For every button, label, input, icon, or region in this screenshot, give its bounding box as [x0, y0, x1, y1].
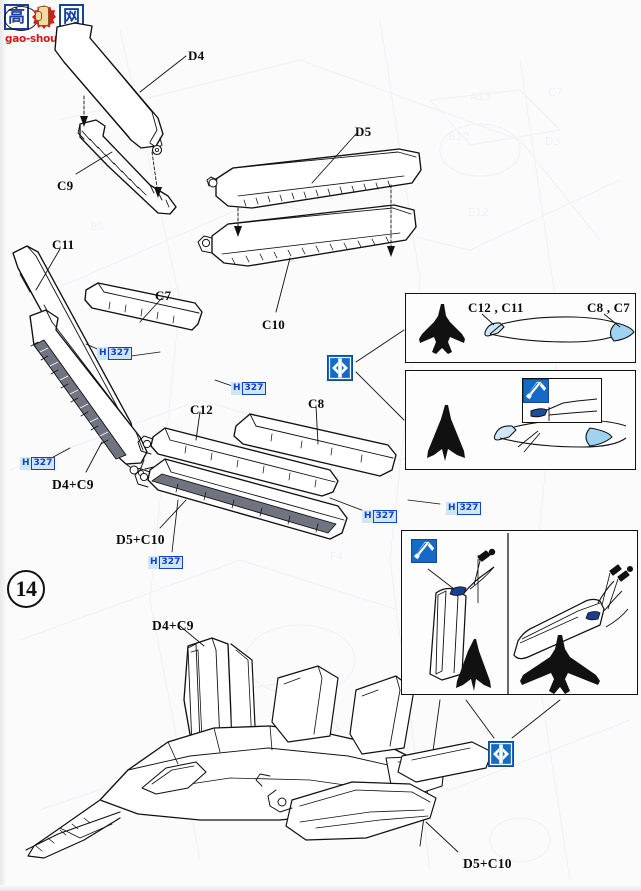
label-d4-c9-bottom: D4+C9: [152, 618, 194, 633]
label-d5-c10-mid: D5+C10: [116, 532, 165, 547]
label-d4-top: D4: [188, 48, 205, 63]
label-c12: C12: [190, 402, 213, 417]
paint-prefix: H: [364, 511, 372, 521]
inset-wing-swept-diagram: [405, 370, 636, 470]
label-c7: C7: [155, 288, 172, 303]
paint-marker-h327: H 327: [446, 502, 482, 515]
aircraft-silhouette-spread: [418, 304, 466, 354]
label-d5-c10-bottom: D5+C10: [463, 856, 512, 871]
paint-prefix: H: [22, 458, 30, 468]
svg-text:G8: G8: [210, 460, 226, 473]
paint-code: 327: [372, 510, 398, 523]
paint-code: 327: [241, 382, 267, 395]
paint-marker-h327: H 327: [20, 457, 56, 470]
file-tool-icon: [411, 539, 437, 563]
paint-marker-h327: H 327: [148, 556, 184, 569]
svg-text:D3: D3: [545, 135, 560, 148]
page-edge-bottom: [0, 885, 641, 891]
svg-text:F4: F4: [330, 550, 343, 563]
file-tool-icon: [523, 379, 549, 403]
svg-text:B5: B5: [90, 220, 105, 233]
paint-code: 327: [107, 347, 133, 360]
label-c8: C8: [308, 396, 325, 411]
thumbs-up-icon: [31, 3, 57, 31]
label-c11: C11: [52, 237, 75, 252]
svg-text:A13: A13: [470, 90, 492, 103]
label-c10-top: C10: [262, 317, 285, 332]
paint-code: 327: [456, 502, 482, 515]
watermark-url: gao-shou.com: [5, 33, 85, 45]
inset-lower-art: [402, 531, 639, 696]
double-arrow-icon: [488, 741, 514, 767]
svg-text:C7: C7: [548, 86, 563, 99]
label-d5-top: D5: [355, 124, 372, 139]
inset-label-c8-c7: C8 , C7: [587, 300, 630, 315]
label-c9-top: C9: [57, 178, 74, 193]
svg-text:B10: B10: [448, 130, 470, 143]
inset-label-c12-c11: C12 , C11: [468, 300, 524, 315]
paint-code: 327: [158, 556, 184, 569]
label-d4-c9-mid: D4+C9: [52, 477, 94, 492]
step-number-badge: 14: [7, 570, 45, 608]
paint-prefix: H: [233, 383, 241, 393]
paint-marker-h327: H 327: [362, 510, 398, 523]
page-edge-left: [0, 0, 7, 891]
paint-prefix: H: [448, 503, 456, 513]
paint-prefix: H: [150, 557, 158, 567]
paint-prefix: H: [99, 348, 107, 358]
watermark-char-right: 网: [59, 4, 84, 30]
paint-marker-h327: H 327: [97, 347, 133, 360]
svg-text:E12: E12: [468, 206, 489, 219]
aircraft-silhouette-swept: [424, 405, 468, 461]
inset-wing-spread-diagram: C12 , C11 C8 , C7: [405, 293, 636, 363]
svg-text:J9: J9: [249, 790, 260, 803]
paint-code: 327: [30, 457, 56, 470]
watermark-logo: 高 网 gao-shou.com: [4, 2, 88, 50]
double-arrow-icon: [327, 355, 353, 381]
paint-marker-h327: H 327: [231, 382, 267, 395]
